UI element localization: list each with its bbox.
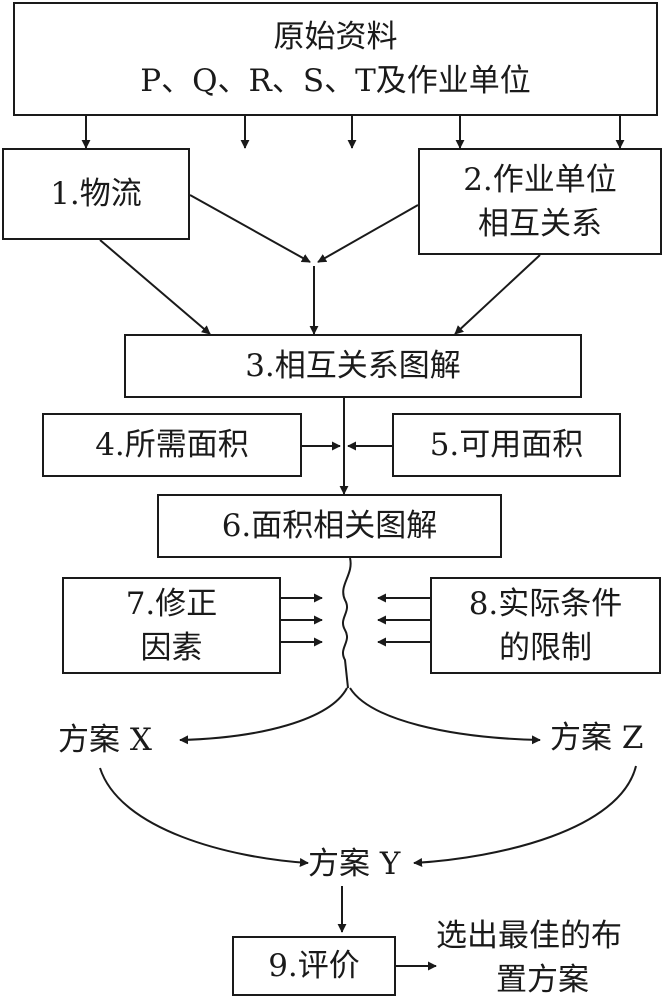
evaluation-label: 9.评价 xyxy=(268,948,360,984)
area-diagram-box: 6.面积相关图解 xyxy=(157,494,502,558)
constraints-box: 8.实际条件 的限制 xyxy=(430,577,661,674)
result-label-2: 置方案 xyxy=(496,962,589,998)
arrow-relations-to-merge xyxy=(317,204,419,263)
relations-box: 2.作业单位 相互关系 xyxy=(418,148,662,255)
arrow-to-plan-x xyxy=(179,687,348,745)
area-diagram-label: 6.面积相关图解 xyxy=(221,508,438,544)
flow-label: 1.物流 xyxy=(50,176,142,212)
constraints-label-1: 8.实际条件 xyxy=(468,585,623,622)
plan-y-label: 方案 Y xyxy=(308,846,401,882)
required-area-label: 4.所需面积 xyxy=(95,427,249,463)
relation-diagram-box: 3.相互关系图解 xyxy=(124,334,582,398)
result-label-1: 选出最佳的布 xyxy=(436,918,622,954)
squiggle-line xyxy=(342,557,352,689)
arrow-flow-to-merge xyxy=(189,194,311,263)
raw-data-subtitle: P、Q、R、S、T及作业单位 xyxy=(140,63,531,99)
available-area-label: 5.可用面积 xyxy=(429,427,584,463)
available-area-box: 5.可用面积 xyxy=(392,413,621,477)
flow-box: 1.物流 xyxy=(2,148,190,240)
constraints-label-2: 的限制 xyxy=(499,629,592,666)
correction-label-1: 7.修正 xyxy=(125,585,218,622)
relations-label-1: 2.作业单位 xyxy=(463,161,617,198)
raw-data-title: 原始资料 xyxy=(273,19,398,55)
arrow-z-to-y xyxy=(413,765,637,868)
arrow-relations-to-diagram xyxy=(454,254,541,335)
raw-data-box: 原始资料 P、Q、R、S、T及作业单位 xyxy=(13,2,658,116)
correction-box: 7.修正 因素 xyxy=(62,577,281,674)
plan-z-label: 方案 Z xyxy=(550,720,644,756)
plan-x-label: 方案 X xyxy=(58,722,152,758)
arrow-flow-to-diagram xyxy=(99,239,211,335)
relation-diagram-label: 3.相互关系图解 xyxy=(245,348,461,384)
relations-label-2: 相互关系 xyxy=(478,205,602,242)
arrow-x-to-y xyxy=(99,767,309,867)
evaluation-box: 9.评价 xyxy=(232,936,396,996)
correction-label-2: 因素 xyxy=(140,629,203,666)
arrow-to-plan-z xyxy=(349,687,541,745)
required-area-box: 4.所需面积 xyxy=(42,413,302,477)
